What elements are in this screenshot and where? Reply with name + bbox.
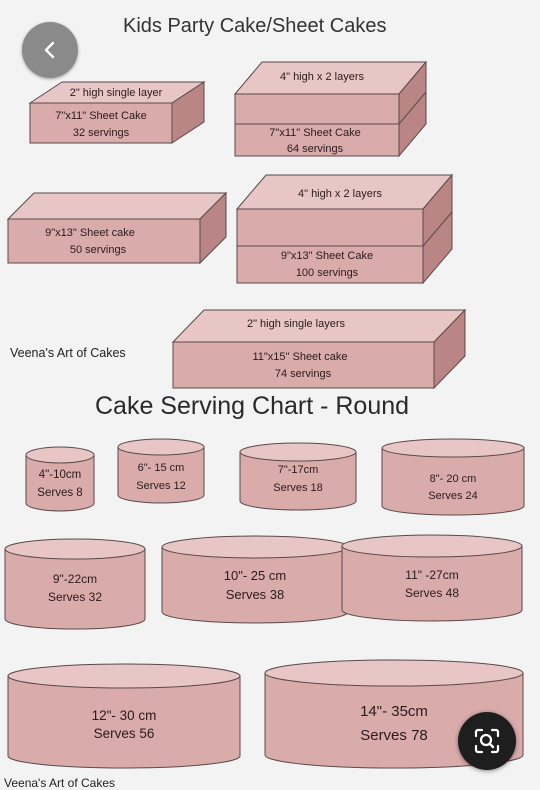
sheet-section-title: Kids Party Cake/Sheet Cakes bbox=[123, 15, 387, 37]
cake-top bbox=[4, 538, 146, 560]
cake-size-label: 7"-17cm bbox=[278, 464, 319, 476]
cake-size-label: 11"x15" Sheet cake bbox=[252, 351, 347, 363]
cake-layers-label: 2" high single layer bbox=[70, 87, 163, 99]
sheet-cake-9x13-single: 9"x13" Sheet cake 50 servings bbox=[6, 191, 228, 265]
cake-servings-label: 50 servings bbox=[70, 244, 127, 256]
cake-size-label: 9"-22cm bbox=[53, 572, 97, 586]
cake-layers-label: 4" high x 2 layers bbox=[280, 71, 365, 83]
cake-body bbox=[341, 545, 523, 622]
cake-serves-label: Serves 24 bbox=[428, 490, 478, 502]
cake-servings-label: 100 servings bbox=[296, 267, 359, 279]
cake-top bbox=[381, 438, 525, 458]
cake-servings-label: 64 servings bbox=[287, 143, 344, 155]
credit-label: Veena's Art of Cakes bbox=[10, 346, 126, 360]
cake-size-label: 9"x13" Sheet Cake bbox=[281, 250, 373, 262]
round-cake: 6"- 15 cm Serves 12 bbox=[117, 438, 205, 504]
cake-body bbox=[381, 447, 525, 516]
cake-top bbox=[161, 535, 349, 559]
cake-front bbox=[234, 93, 400, 157]
cake-body bbox=[25, 454, 95, 512]
cake-size-label: 9"x13" Sheet cake bbox=[45, 227, 135, 239]
round-cake: 12"- 30 cm Serves 56 bbox=[7, 663, 241, 769]
cake-top bbox=[7, 663, 241, 689]
visual-search-icon bbox=[474, 728, 500, 754]
cake-serves-label: Serves 8 bbox=[37, 487, 82, 499]
back-button[interactable] bbox=[22, 22, 78, 78]
cake-size-label: 12"- 30 cm bbox=[92, 708, 157, 723]
cake-size-label: 14"- 35cm bbox=[360, 703, 428, 720]
cake-size-label: 4"-10cm bbox=[39, 469, 81, 481]
cake-top bbox=[6, 192, 228, 220]
cake-serves-label: Serves 38 bbox=[226, 587, 285, 602]
cake-serves-label: Serves 78 bbox=[360, 727, 428, 744]
cake-size-label: 6"- 15 cm bbox=[138, 462, 185, 474]
cake-servings-label: 32 servings bbox=[73, 127, 130, 139]
round-cake: 8"- 20 cm Serves 24 bbox=[381, 438, 525, 516]
sheet-cake-9x13-double: 4" high x 2 layers 9"x13" Sheet Cake 100… bbox=[235, 173, 454, 285]
round-cake: 10"- 25 cm Serves 38 bbox=[161, 535, 349, 624]
cake-serves-label: Serves 48 bbox=[405, 586, 459, 600]
cake-top bbox=[117, 438, 205, 456]
cake-serves-label: Serves 32 bbox=[48, 590, 102, 604]
visual-search-button[interactable] bbox=[458, 712, 516, 770]
cake-size-label: 7"x11" Sheet Cake bbox=[55, 110, 146, 122]
layer-divider-side bbox=[422, 211, 453, 247]
chevron-left-icon bbox=[44, 41, 55, 59]
cake-top bbox=[25, 446, 95, 464]
cake-front bbox=[172, 341, 435, 389]
cake-size-label: 11" -27cm bbox=[405, 568, 458, 582]
cake-front bbox=[29, 102, 173, 144]
cake-top bbox=[264, 659, 524, 687]
cake-body bbox=[239, 451, 357, 511]
cake-body bbox=[4, 548, 146, 630]
cake-top bbox=[341, 534, 523, 558]
cake-size-label: 7"x11" Sheet Cake bbox=[269, 127, 360, 139]
cake-body bbox=[7, 675, 241, 769]
cake-servings-label: 74 servings bbox=[275, 368, 332, 380]
cake-top bbox=[239, 442, 357, 462]
cake-body bbox=[117, 446, 205, 504]
cake-serves-label: Serves 12 bbox=[136, 480, 186, 492]
round-section-title: Cake Serving Chart - Round bbox=[95, 392, 410, 420]
cake-layers-label: 2" high single layers bbox=[247, 318, 346, 330]
cake-layers-label: 4" high x 2 layers bbox=[298, 188, 383, 200]
cake-size-label: 10"- 25 cm bbox=[224, 568, 286, 583]
cake-body bbox=[161, 546, 349, 624]
cake-serves-label: Serves 56 bbox=[94, 726, 155, 741]
sheet-cake-11x15-single: 2" high single layers 11"x15" Sheet cake… bbox=[171, 308, 467, 390]
cake-serves-label: Serves 18 bbox=[273, 482, 323, 494]
cake-front bbox=[7, 218, 201, 264]
sheet-cake-7x11-single: 2" high single layer 7"x11" Sheet Cake 3… bbox=[28, 81, 206, 144]
sheet-cake-7x11-double: 4" high x 2 layers 7"x11" Sheet Cake 64 … bbox=[233, 60, 428, 158]
cake-size-label: 8"- 20 cm bbox=[430, 473, 477, 485]
layer-divider-side bbox=[398, 91, 427, 125]
